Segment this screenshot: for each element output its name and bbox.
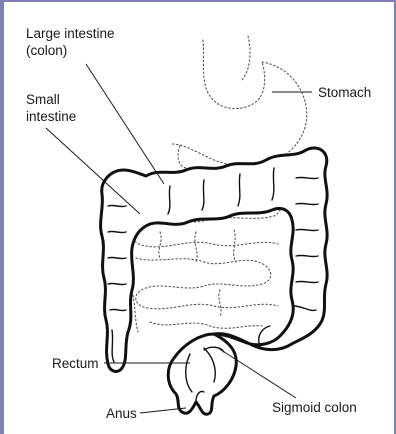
large-intestine-leader [86, 64, 164, 184]
small-intestine-label-line2: intestine [26, 109, 76, 124]
stomach-label: Stomach [318, 85, 371, 100]
large-intestine-label-line1: Large intestine [26, 26, 115, 41]
small-intestine-label-line1: Small [26, 92, 60, 107]
anus-label: Anus [106, 406, 137, 421]
sigmoid-colon-label: Sigmoid colon [272, 400, 357, 415]
colon [101, 148, 328, 414]
rectum-label: Rectum [52, 356, 99, 371]
large-intestine-label-line2: (colon) [26, 43, 67, 58]
stomach-outline [172, 36, 307, 168]
